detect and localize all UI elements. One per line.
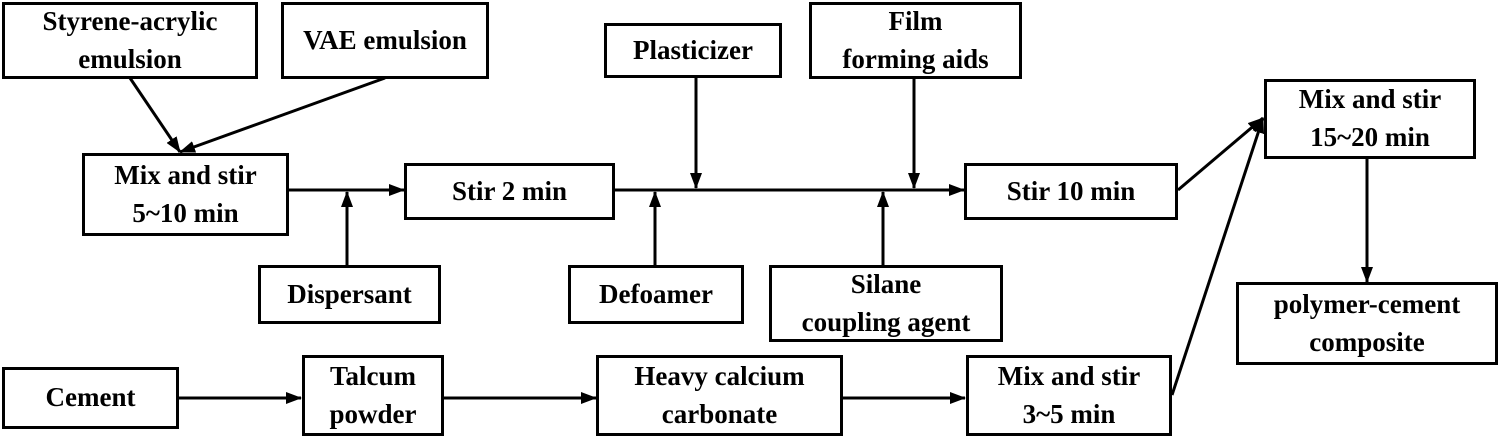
node-mix-and-stir-15-20: Mix and stir 15~20 min — [1264, 79, 1476, 159]
node-plasticizer: Plasticizer — [604, 23, 782, 78]
node-cement: Cement — [2, 367, 179, 429]
node-film-forming-aids: Film forming aids — [809, 2, 1022, 79]
arrow-mix2-to-mix-final — [1170, 117, 1265, 396]
node-mix-and-stir-3-5: Mix and stir 3~5 min — [966, 355, 1172, 436]
node-styrene-acrylic-emulsion: Styrene-acrylic emulsion — [2, 2, 258, 79]
node-heavy-calcium-carbonate: Heavy calcium carbonate — [596, 355, 843, 436]
node-mix-and-stir-5-10: Mix and stir 5~10 min — [82, 153, 289, 236]
arrow-styrene-to-mix1 — [128, 77, 182, 153]
node-stir-2-min: Stir 2 min — [404, 163, 615, 220]
node-dispersant: Dispersant — [258, 265, 441, 324]
arrow-stir10-to-mix-final — [1177, 116, 1264, 192]
node-stir-10-min: Stir 10 min — [964, 163, 1178, 220]
node-defoamer: Defoamer — [568, 265, 744, 324]
node-silane-coupling-agent: Silane coupling agent — [769, 265, 1003, 342]
node-talcum-powder: Talcum powder — [302, 355, 444, 436]
arrow-vae-to-mix1 — [179, 76, 386, 154]
node-vae-emulsion: VAE emulsion — [281, 2, 489, 79]
node-polymer-cement-composite: polymer-cement composite — [1236, 282, 1498, 365]
